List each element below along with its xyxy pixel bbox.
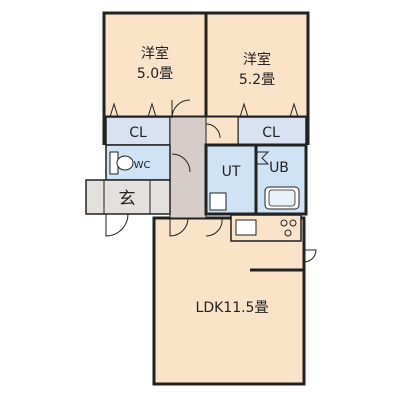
closet-door-right-icon: [239, 102, 249, 118]
stove-burner-icon: [280, 219, 288, 227]
hallway-upper: [205, 116, 239, 146]
bathtub-inner-icon: [268, 189, 296, 207]
hallway: [169, 116, 207, 219]
closet-right-label: CL: [262, 125, 280, 141]
entrance-door-icon: [105, 213, 129, 237]
western-room-right: [204, 11, 310, 119]
utility-room: [204, 143, 258, 216]
closet-door-left-icon: [109, 102, 119, 118]
utility-label: UT: [222, 164, 241, 180]
western-room-left-size: 5.0畳: [137, 66, 173, 82]
western-room-right-name: 洋室: [243, 51, 271, 68]
stove-burner-icon: [289, 219, 297, 227]
western-room-left-name: 洋室: [141, 45, 169, 62]
kitchen-sink-icon: [235, 219, 257, 236]
entrance-label: 玄: [119, 189, 136, 209]
toilet-label: WC: [134, 160, 151, 171]
door-swing-icon: [205, 217, 223, 237]
western-room-right-size: 5.2畳: [239, 72, 275, 88]
ldk-label: LDK11.5畳: [196, 300, 269, 316]
door-swing-icon: [171, 153, 191, 173]
stove-burner-icon: [284, 229, 292, 237]
bath-label: UB: [269, 160, 289, 176]
closet-left-label: CL: [129, 125, 147, 141]
door-swing-icon: [171, 99, 191, 119]
closet-door-right-icon: [289, 102, 299, 118]
door-swing-icon: [205, 123, 221, 139]
bath-door-icon: [256, 151, 270, 165]
side-door-icon: [303, 249, 317, 263]
western-room-left: [102, 11, 208, 119]
washing-machine-icon: [209, 192, 227, 211]
closet-door-left-icon: [147, 102, 157, 118]
door-swing-icon: [169, 217, 189, 237]
ldk-room: [152, 216, 306, 386]
toilet-bowl-icon: [116, 155, 134, 171]
